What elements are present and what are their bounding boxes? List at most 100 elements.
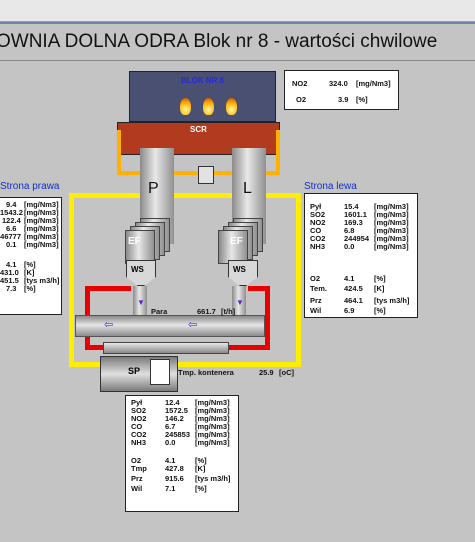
flame-icon (226, 98, 237, 115)
ef-label-right: EF (128, 236, 141, 247)
measurement-value: 1572.5 (165, 406, 188, 415)
container-temp-unit: [oC] (279, 368, 294, 377)
measurement-unit: [%] (374, 274, 386, 283)
measurement-value: 12.4 (165, 398, 180, 407)
measurement-label: Pył (310, 202, 322, 211)
measurement-label: Prz (310, 296, 322, 305)
measurement-value: 6.8 (344, 226, 355, 235)
scr-label: SCR (190, 125, 207, 134)
measurement-label: Tmp (131, 464, 147, 473)
sp-stack (150, 359, 170, 385)
measurement-label: SO2 (310, 210, 326, 219)
connector-right (133, 286, 147, 316)
ws-label-right: WS (131, 265, 144, 274)
measurement-unit: [mg/Nm3] (374, 234, 409, 243)
measurement-unit: [mg/Nm3] (195, 422, 230, 431)
measurement-value: 169.3 (344, 218, 363, 227)
measurement-unit: [mg/Nm3] (195, 414, 230, 423)
ef-label-left: EF (230, 236, 243, 247)
measurement-label: Prz (131, 474, 143, 483)
measurement-value: 464.1 (344, 296, 363, 305)
measurement-unit: [K] (374, 284, 385, 293)
measurement-value: 245853 (165, 430, 191, 439)
filter-stack-left (215, 218, 275, 266)
measurement-unit: [%] (195, 456, 207, 465)
left-side-box-rows: Pył 15.4 [mg/Nm3] SO2 1601.1 [mg/Nm3] NO2 169.3… (304, 193, 418, 318)
scr-box (198, 166, 214, 184)
red-flow-top-left (85, 286, 131, 291)
flame-icon (203, 98, 214, 115)
measurement-value: 4.1 (165, 456, 176, 465)
measurement-unit: [K] (195, 464, 206, 473)
measurement-value: 427.8 (165, 464, 184, 473)
measurement-label: NH3 (310, 242, 326, 251)
para-value: 661.7 (197, 307, 216, 316)
measurement-value: 424.5 (344, 284, 363, 293)
side-label-right: Strona prawa (0, 181, 60, 192)
measurement-label: Pył (131, 398, 143, 407)
measurement-unit: [mg/Nm3] (374, 218, 409, 227)
top-measurement-box (284, 70, 399, 110)
sp-platform (103, 342, 229, 354)
para-label: Para (151, 307, 168, 316)
right-side-box-rows: 9.4[mg/Nm3] 1543.2[mg/Nm3] 122.4[mg/Nm3]… (0, 200, 60, 293)
flow-arrow-icon: ⇦ (104, 319, 114, 331)
para-unit: [t/h] (221, 307, 236, 316)
title-divider (0, 60, 475, 61)
measurement-unit: [mg/Nm3] (374, 202, 409, 211)
measurement-label: CO (131, 422, 143, 431)
measurement-unit: [mg/Nm3] (195, 438, 230, 447)
toolbar-divider (0, 22, 475, 24)
measurement-unit: [tys m3/h] (374, 296, 410, 305)
measurement-label: CO2 (131, 430, 147, 439)
measurement-unit: [mg/Nm3] (374, 210, 409, 219)
measurement-unit: [mg/Nm3] (374, 226, 409, 235)
duct-label-l: L (243, 180, 252, 197)
measurement-label: NH3 (131, 438, 147, 447)
measurement-value: 4.1 (344, 274, 355, 283)
measurement-value: 0.0 (165, 438, 176, 447)
left-side-measurement-box (304, 193, 418, 318)
flame-icon (180, 98, 191, 115)
outlet-measurement-box (125, 395, 239, 512)
measurement-value: 0.0 (344, 242, 355, 251)
container-temp-value: 25.9 (259, 368, 274, 377)
window-toolbar (0, 0, 475, 22)
flow-arrow-icon: ⇦ (188, 319, 198, 331)
red-flow-top-right (248, 286, 270, 291)
measurement-unit: [mg/Nm3] (374, 242, 409, 251)
measurement-unit: [mg/Nm3] (195, 398, 230, 407)
top-box-rows: NO2 324.0 [mg/Nm3] O2 3.9 [%] (292, 79, 391, 104)
collector-pipe (75, 315, 265, 337)
measurement-label: NO2 (131, 414, 147, 423)
measurement-unit: [mg/Nm3] (195, 406, 230, 415)
container-temp-label: Tmp. kontenera (178, 368, 234, 377)
measurement-value: 15.4 (344, 202, 359, 211)
measurement-label: O2 (131, 456, 142, 465)
right-side-measurement-box (0, 197, 62, 315)
measurement-label: CO (310, 226, 322, 235)
measurement-unit: [%] (195, 484, 207, 493)
measurement-value: 6.7 (165, 422, 176, 431)
boiler-block (129, 71, 276, 122)
measurement-value: 1601.1 (344, 210, 367, 219)
side-label-left: Strona lewa (304, 181, 357, 192)
measurement-label: Wil (131, 484, 143, 493)
block-title: BLOK NR 8 (180, 76, 225, 85)
measurement-label: NO2 (310, 218, 326, 227)
measurement-label: CO2 (310, 234, 326, 243)
page-title: OWNIA DOLNA ODRA Blok nr 8 - wartości ch… (0, 31, 438, 52)
measurement-value: 7.1 (165, 484, 176, 493)
measurement-unit: [tys m3/h] (195, 474, 231, 483)
duct-label-p: P (148, 180, 159, 197)
flow-arrow-icon: ▼ (137, 298, 145, 307)
flow-arrow-icon: ▼ (236, 298, 244, 307)
ws-label-left: WS (233, 265, 246, 274)
sp-label: SP (128, 366, 141, 376)
yellow-flow-loop (69, 193, 301, 367)
measurement-label: Tem. (310, 284, 327, 293)
measurement-unit: [%] (374, 306, 386, 315)
filter-stack-right (122, 218, 182, 266)
measurement-value: 146.2 (165, 414, 184, 423)
